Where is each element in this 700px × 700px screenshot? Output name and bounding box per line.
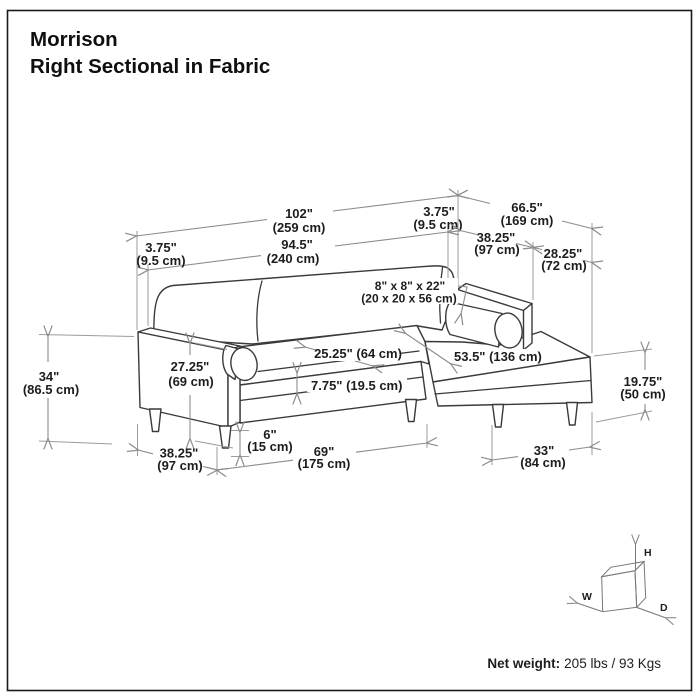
dim-body-depth-bottom: 38.25" (97 cm)	[138, 446, 217, 474]
dim-body-depth-top-cm: (97 cm)	[474, 242, 520, 257]
dim-arm-thickness-left: 3.75" (9.5 cm)	[136, 240, 185, 268]
dim-chaise-seat-height: 19.75" (50 cm)	[620, 352, 666, 410]
leg-front-middle	[404, 398, 418, 423]
right-bolster-cap	[494, 312, 523, 349]
net-weight-label: Net weight:	[487, 656, 560, 671]
left-bolster-cap	[230, 346, 258, 382]
dim-body-depth-bottom-in: 38.25"	[160, 446, 199, 461]
dim-chaise-width-in: 33"	[534, 443, 555, 458]
dim-overall-width: 102" (259 cm)	[136, 196, 458, 237]
dim-interior-width-cm: (240 cm)	[267, 251, 320, 266]
leg-back-left	[148, 408, 162, 433]
chaise-front-panel	[432, 356, 593, 407]
dim-overall-height: 34" (86.5 cm)	[23, 336, 79, 439]
dim-leg-height: 6" (15 cm)	[240, 427, 293, 456]
dim-body-depth-bottom-cm: (97 cm)	[157, 458, 203, 473]
dim-seat-depth: 25.25" (64 cm)	[305, 346, 402, 366]
right-arm-side	[522, 302, 533, 351]
dim-arm-right-in: 3.75"	[423, 204, 454, 219]
dim-arm-height-cm: (69 cm)	[168, 374, 214, 389]
back-cushion-seam-left	[256, 280, 263, 342]
cube-right-face	[634, 560, 647, 609]
chaise-front-seam	[434, 379, 592, 395]
dim-overall-width-in: 102"	[285, 206, 313, 221]
dim-body-depth-top: 38.25" (97 cm)	[460, 230, 533, 257]
axis-cube: H W D	[577, 544, 668, 618]
dim-chaise-seat-height-cm: (50 cm)	[620, 387, 666, 402]
depth-axis-label: D	[660, 602, 668, 614]
cube-top-face	[600, 560, 646, 578]
dim-seat-box-height: 7.75" (19.5 cm)	[297, 373, 407, 395]
net-weight-value: 205 lbs / 93 Kgs	[564, 656, 661, 671]
height-axis-label: H	[644, 547, 652, 559]
dim-arm-right-cm: (9.5 cm)	[413, 217, 462, 232]
dim-seat-depth-label: 25.25" (64 cm)	[314, 346, 402, 361]
dim-bolster-pillow: 8" x 8" x 22" (20 x 20 x 56 cm)	[361, 278, 468, 314]
width-axis-label: W	[582, 591, 592, 603]
dim-overall-height-in: 34"	[39, 369, 60, 384]
cube-front-face	[601, 570, 638, 613]
dim-overall-depth-cm: (169 cm)	[501, 213, 554, 228]
dim-chaise-extension: 28.25" (72 cm)	[534, 246, 592, 273]
dim-overall-depth-in: 66.5"	[511, 200, 542, 215]
leg-front-left	[218, 425, 232, 449]
dim-chaise-length: 53.5" (136 cm)	[405, 333, 542, 364]
dim-interior-width: 94.5" (240 cm)	[148, 232, 448, 270]
dim-chaise-width-cm: (84 cm)	[520, 455, 566, 470]
dim-seat-width-in: 69"	[314, 444, 335, 459]
dim-arm-thickness-right: 3.75" (9.5 cm)	[413, 204, 462, 232]
dim-leg-height-cm: (15 cm)	[247, 439, 293, 454]
dim-chaise-length-label: 53.5" (136 cm)	[454, 349, 542, 364]
dim-body-depth-top-in: 38.25"	[477, 230, 516, 245]
dim-bolster-in: 8" x 8" x 22"	[375, 279, 445, 293]
dim-arm-height: 27.25" (69 cm)	[168, 343, 214, 439]
dim-chaise-seat-height-in: 19.75"	[624, 374, 663, 389]
leg-chaise-left	[491, 403, 505, 428]
dim-leg-height-in: 6"	[263, 427, 276, 442]
dim-arm-height-in: 27.25"	[171, 359, 210, 374]
dim-interior-width-in: 94.5"	[281, 237, 312, 252]
dim-seat-width-cm: (175 cm)	[298, 456, 351, 471]
right-bolster-body	[444, 301, 503, 348]
dim-chaise-width: 33" (84 cm)	[492, 443, 590, 470]
dim-bolster-cm: (20 x 20 x 56 cm)	[361, 292, 456, 306]
dim-overall-width-cm: (259 cm)	[273, 220, 326, 235]
depth-axis	[636, 607, 666, 619]
dim-overall-depth: 66.5" (169 cm)	[458, 196, 592, 229]
leg-chaise-right	[565, 401, 579, 426]
dim-overall-height-cm: (86.5 cm)	[23, 382, 79, 397]
dim-chaise-extension-in: 28.25"	[544, 246, 583, 261]
dim-chaise-extension-cm: (72 cm)	[541, 258, 587, 273]
dim-seat-box-height-label: 7.75" (19.5 cm)	[311, 378, 402, 393]
page-border	[6, 9, 693, 692]
dim-arm-left-cm: (9.5 cm)	[136, 253, 185, 268]
dim-seat-width: 69" (175 cm)	[217, 443, 427, 471]
dim-arm-left-in: 3.75"	[145, 240, 176, 255]
width-axis	[577, 603, 603, 612]
product-variant: Right Sectional in Fabric	[30, 55, 270, 78]
product-name: Morrison	[30, 28, 118, 51]
net-weight: Net weight: 205 lbs / 93 Kgs	[487, 656, 661, 671]
